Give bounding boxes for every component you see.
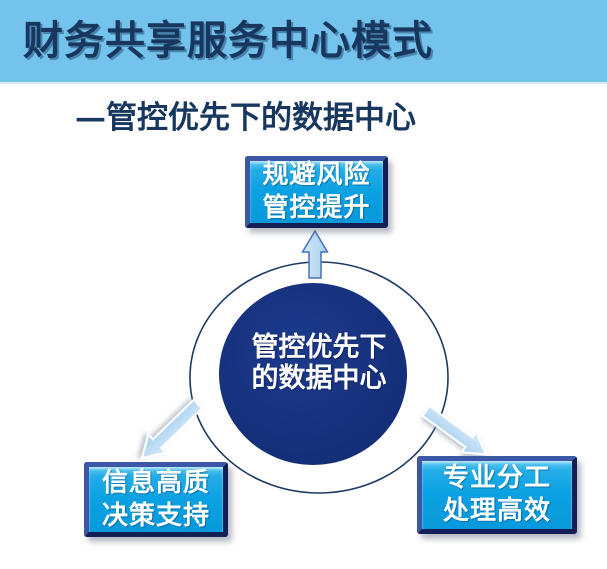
node-bottom-left: 信息高质 决策支持 bbox=[84, 462, 228, 537]
center-label: 管控优先下 的数据中心 bbox=[213, 332, 425, 394]
node-top: 规避风险 管控提升 bbox=[245, 156, 388, 228]
node-top-line1: 规避风险 bbox=[262, 160, 371, 190]
node-bottom-left-line2: 决策支持 bbox=[101, 500, 210, 531]
up-arrow-icon bbox=[301, 229, 329, 279]
node-bottom-left-line1: 信息高质 bbox=[101, 467, 210, 498]
slide-title: 财务共享服务中心模式 bbox=[23, 19, 433, 63]
center-label-line2: 的数据中心 bbox=[251, 363, 387, 394]
center-label-line1: 管控优先下 bbox=[251, 332, 387, 363]
center-circle bbox=[219, 283, 407, 465]
node-top-line2: 管控提升 bbox=[262, 193, 371, 223]
down-right-arrow-icon bbox=[421, 404, 488, 456]
node-bottom-right: 专业分工 处理高效 bbox=[417, 456, 577, 534]
slide-subtitle: —管控优先下的数据中心 bbox=[75, 100, 416, 136]
title-bar: 财务共享服务中心模式 bbox=[0, 0, 607, 84]
down-left-arrow-icon bbox=[140, 398, 204, 460]
node-bottom-right-line2: 处理高效 bbox=[442, 496, 551, 526]
node-bottom-right-line1: 专业分工 bbox=[442, 463, 551, 493]
